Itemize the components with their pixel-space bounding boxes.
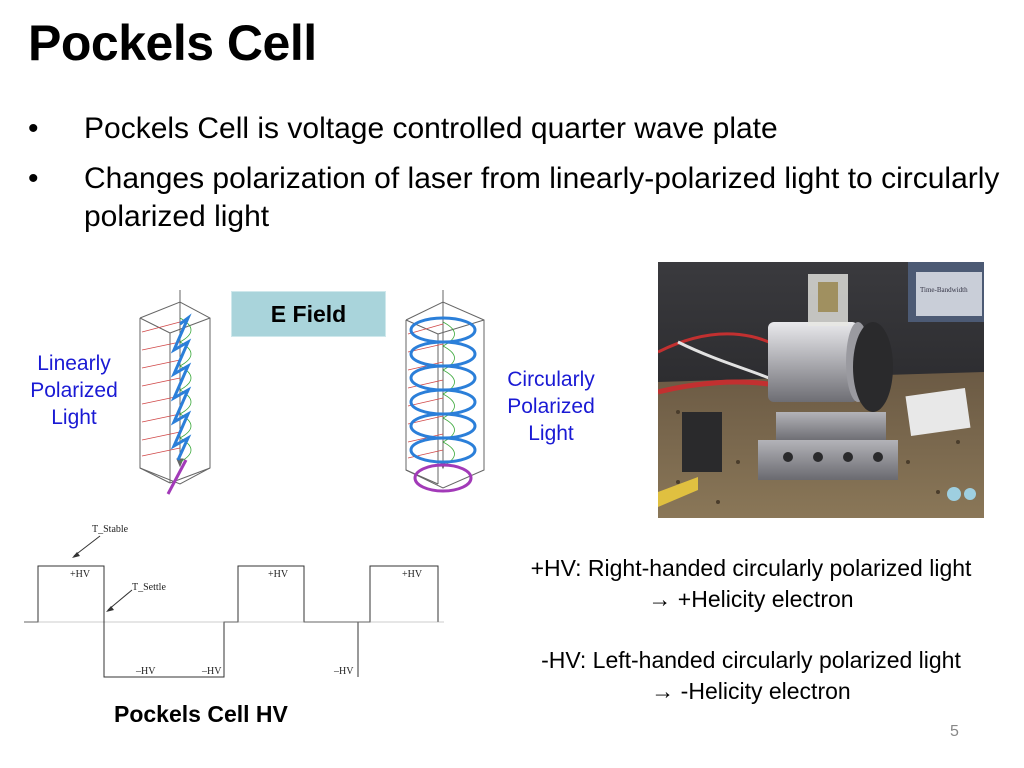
hv-caption: Pockels Cell HV xyxy=(114,701,288,727)
bullet-item: • Changes polarization of laser from lin… xyxy=(28,160,1008,236)
bullet-text: Pockels Cell is voltage controlled quart… xyxy=(84,112,778,145)
plus-hv-label: +HV xyxy=(402,569,423,580)
page-number: 5 xyxy=(950,723,959,740)
plus-hv-explanation: +HV: Right-handed circularly polarized l… xyxy=(500,553,1002,615)
circular-polarized-label: Circularly Polarized Light xyxy=(507,368,595,445)
linear-polarized-label: Linearly Polarized Light xyxy=(30,352,118,429)
minus-hv-label: –HV xyxy=(135,666,156,677)
minus-hv-label: –HV xyxy=(333,666,354,677)
minus-hv-line: -HV: Left-handed circularly polarized li… xyxy=(541,647,961,673)
minus-hv-label: –HV xyxy=(201,666,222,677)
t-stable-label: T_Stable xyxy=(92,524,129,535)
slide-title: Pockels Cell xyxy=(28,15,317,71)
bullet-list: • Pockels Cell is voltage controlled qua… xyxy=(28,110,1008,248)
bullet-text: Changes polarization of laser from linea… xyxy=(84,162,1000,233)
plus-helicity-line: → +Helicity electron xyxy=(648,586,854,612)
pockels-cell-photo: Time-Bandwidth xyxy=(658,262,984,518)
photo-brand-label: Time-Bandwidth xyxy=(920,286,968,294)
hv-waveform-diagram: T_Stable T_Settle +HV +HV +HV –HV –HV –H… xyxy=(24,524,444,678)
bullet-marker: • xyxy=(28,162,39,195)
linear-polarization-diagram xyxy=(139,290,211,495)
minus-helicity-line: → -Helicity electron xyxy=(651,678,851,704)
plus-hv-line: +HV: Right-handed circularly polarized l… xyxy=(530,555,972,581)
circular-polarization-diagram xyxy=(405,290,485,493)
plus-hv-label: +HV xyxy=(70,569,91,580)
t-settle-label: T_Settle xyxy=(132,582,166,593)
minus-hv-explanation: -HV: Left-handed circularly polarized li… xyxy=(500,645,1002,707)
plus-hv-label: +HV xyxy=(268,569,289,580)
bullet-marker: • xyxy=(28,112,39,145)
bullet-item: • Pockels Cell is voltage controlled qua… xyxy=(28,110,1008,148)
efield-label: E Field xyxy=(231,291,386,337)
